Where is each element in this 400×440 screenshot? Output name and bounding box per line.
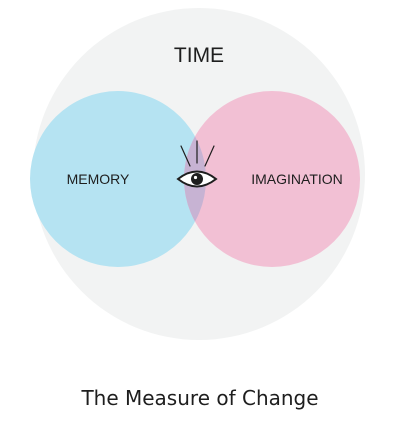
outer-label: TIME (174, 44, 224, 67)
left-circle-memory (30, 91, 206, 267)
diagram-caption: The Measure of Change (80, 386, 318, 410)
left-label: MEMORY (67, 171, 130, 187)
right-circle-imagination (184, 91, 360, 267)
eye-icon (176, 140, 218, 188)
right-label: IMAGINATION (251, 171, 343, 187)
